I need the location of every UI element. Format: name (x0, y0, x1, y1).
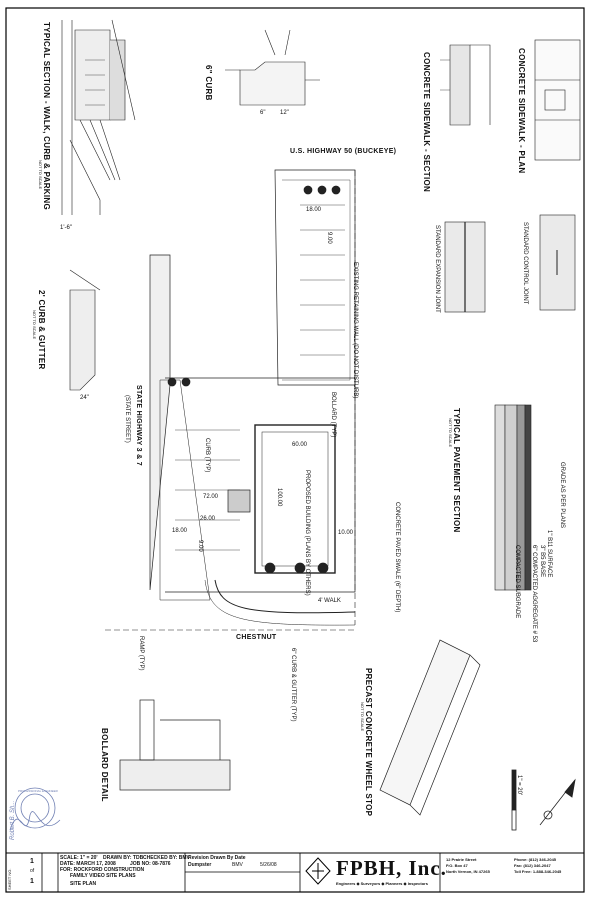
sheet-no-label: SHEET NO. (7, 868, 12, 891)
pavement-note-4: COMPACTED SUBGRADE (514, 545, 520, 619)
nts-4: NOT TO SCALE (360, 702, 365, 732)
curb-gutter-title: 2' CURB & GUTTER (37, 290, 46, 370)
pavement-section-detail (494, 404, 532, 591)
curb-typ-label: CURB (TYP) (204, 438, 210, 473)
firm-phone-3: Toll Free: 1-888-346-2045 (514, 869, 562, 874)
existing-wall-label: EXISTING RETAINING WALL (DO NOT DISTURB) (352, 262, 358, 399)
curb-6-title: 6" CURB (204, 65, 213, 101)
nts-1: NOT TO SCALE (38, 160, 43, 190)
curb-6-detail (225, 29, 320, 106)
sheet-border (5, 7, 585, 893)
concrete-paved-label: CONCRETE PAVED SWALE (6" DEPTH) (394, 502, 400, 613)
firm-address-1: 12 Prairie Street (446, 857, 477, 862)
dim-18b: 18.00 (306, 207, 322, 213)
tb-revision-by: BMV (232, 862, 243, 868)
curb-dim-2: 6" (260, 110, 266, 116)
typical-section-walk-detail (61, 19, 136, 215)
pavement-note-2: 3" B5 BASE (539, 545, 545, 578)
tb-revision-date: 5/26/08 (260, 862, 277, 868)
tb-checked-by: CHECKED BY: BMV (143, 855, 190, 861)
pavement-note-1: 1" B11 SURFACE (546, 530, 552, 578)
dim-9a: 9.00 (197, 540, 203, 552)
dim-72: 72.00 (203, 494, 219, 500)
scale-bar (511, 769, 517, 831)
firm-phone-1: Phone: (812) 346-2045 (514, 857, 557, 862)
dim-18a: 18.00 (172, 528, 188, 534)
control-joint-detail (539, 214, 576, 311)
site-plan (105, 169, 356, 631)
north-arrow (539, 778, 576, 826)
firm-address-3: North Vernon, IN 47265 (446, 869, 490, 874)
dim-60: 60.00 (292, 442, 308, 448)
typical-section-title: TYPICAL SECTION - WALK, CURB & PARKING (42, 22, 51, 210)
sheet-total: 1 (30, 878, 34, 885)
dim-9b: 9.00 (326, 232, 332, 244)
firm-phone-2: Fax: (812) 346-2047 (514, 863, 551, 868)
highway-50-label: U.S. HIGHWAY 50 (BUCKEYE) (290, 148, 397, 155)
curb-dim-1: 1'-6" (60, 225, 72, 231)
sidewalk-section-detail (440, 44, 491, 126)
wheel-stop-title: PRECAST CONCRETE WHEEL STOP (364, 668, 373, 817)
nts-2: NOT TO SCALE (32, 310, 37, 340)
state-street-label: (STATE STREET) (124, 395, 130, 443)
pavement-section-title: TYPICAL PAVEMENT SECTION (452, 408, 461, 533)
curb-gutter-note: 6" CURB & GUTTER (TYP) (290, 648, 296, 722)
seal-signature: Robert B. Sh... (10, 800, 16, 840)
expansion-joint-detail (444, 221, 486, 313)
bollard-typ-label: BOLLARD (TYP) (330, 392, 336, 438)
firm-name: FPBH, Inc. (336, 856, 447, 880)
bollard-detail (119, 699, 231, 791)
scale-bar-label: 1" = 20' (516, 775, 522, 796)
tb-dumpster: Dumpster (188, 862, 212, 868)
expansion-joint-title: STANDARD EXPANSION JOINT (434, 225, 440, 313)
tb-sheet-title: SITE PLAN (70, 881, 97, 887)
dim-100: 100.00 (276, 488, 282, 507)
tb-scale: SCALE: 1" = 20' (60, 855, 98, 861)
tb-job-no: JOB NO: 08-7876 (130, 861, 171, 867)
sidewalk-section-title: CONCRETE SIDEWALK - SECTION (422, 52, 431, 193)
tb-revision-header: Revision Drawn By Date (188, 855, 246, 861)
walk-label: 4' WALK (318, 598, 341, 604)
control-joint-title: STANDARD CONTROL JOINT (522, 222, 528, 305)
dim-26: 26.00 (200, 516, 216, 522)
proposed-building-label: PROPOSED BUILDING (PLANS BY OTHERS) (304, 470, 310, 596)
chestnut-label: CHESTNUT (236, 634, 277, 641)
firm-logo-diamond (305, 857, 331, 885)
sheet-no: 1 (30, 858, 34, 865)
dim-10: 10.00 (338, 530, 354, 536)
nts-3: NOT TO SCALE (448, 418, 453, 448)
bollard-title: BOLLARD DETAIL (100, 728, 109, 802)
seal-text: PROFESSIONAL ENGINEER (18, 789, 58, 793)
sheet-of: of (30, 868, 35, 874)
tb-project: FAMILY VIDEO SITE PLANS (70, 873, 136, 879)
curb-dim-3: 12" (280, 110, 289, 116)
firm-tagline: Engineers ◆ Surveyors ◆ Planners ◆ Inspe… (336, 881, 428, 886)
curb-gutter-detail (69, 269, 101, 391)
state-highway-label: STATE HIGHWAY 3 & 7 (135, 385, 142, 466)
pavement-note-3: 6" COMPACTED AGGREGATE # 53 (531, 545, 537, 643)
tb-client: FOR: ROCKFORD CONSTRUCTION (60, 867, 145, 873)
sidewalk-plan-detail (534, 39, 581, 161)
title-block-frame (41, 853, 441, 892)
ramp-typ-label: RAMP (TYP) (138, 636, 144, 671)
engineer-seal-stamp (9, 787, 61, 831)
pavement-note-5: GRADE AS PER PLANS (559, 462, 565, 529)
sidewalk-plan-title: CONCRETE SIDEWALK - PLAN (517, 48, 526, 174)
tb-drawn-by: DRAWN BY: TDB (103, 855, 144, 861)
curb-dim-4: 24" (80, 395, 89, 401)
wheel-stop-detail (379, 639, 481, 816)
tb-date: DATE: MARCH 17, 2008 (60, 861, 116, 867)
firm-address-2: P.O. Box 47 (446, 863, 468, 868)
